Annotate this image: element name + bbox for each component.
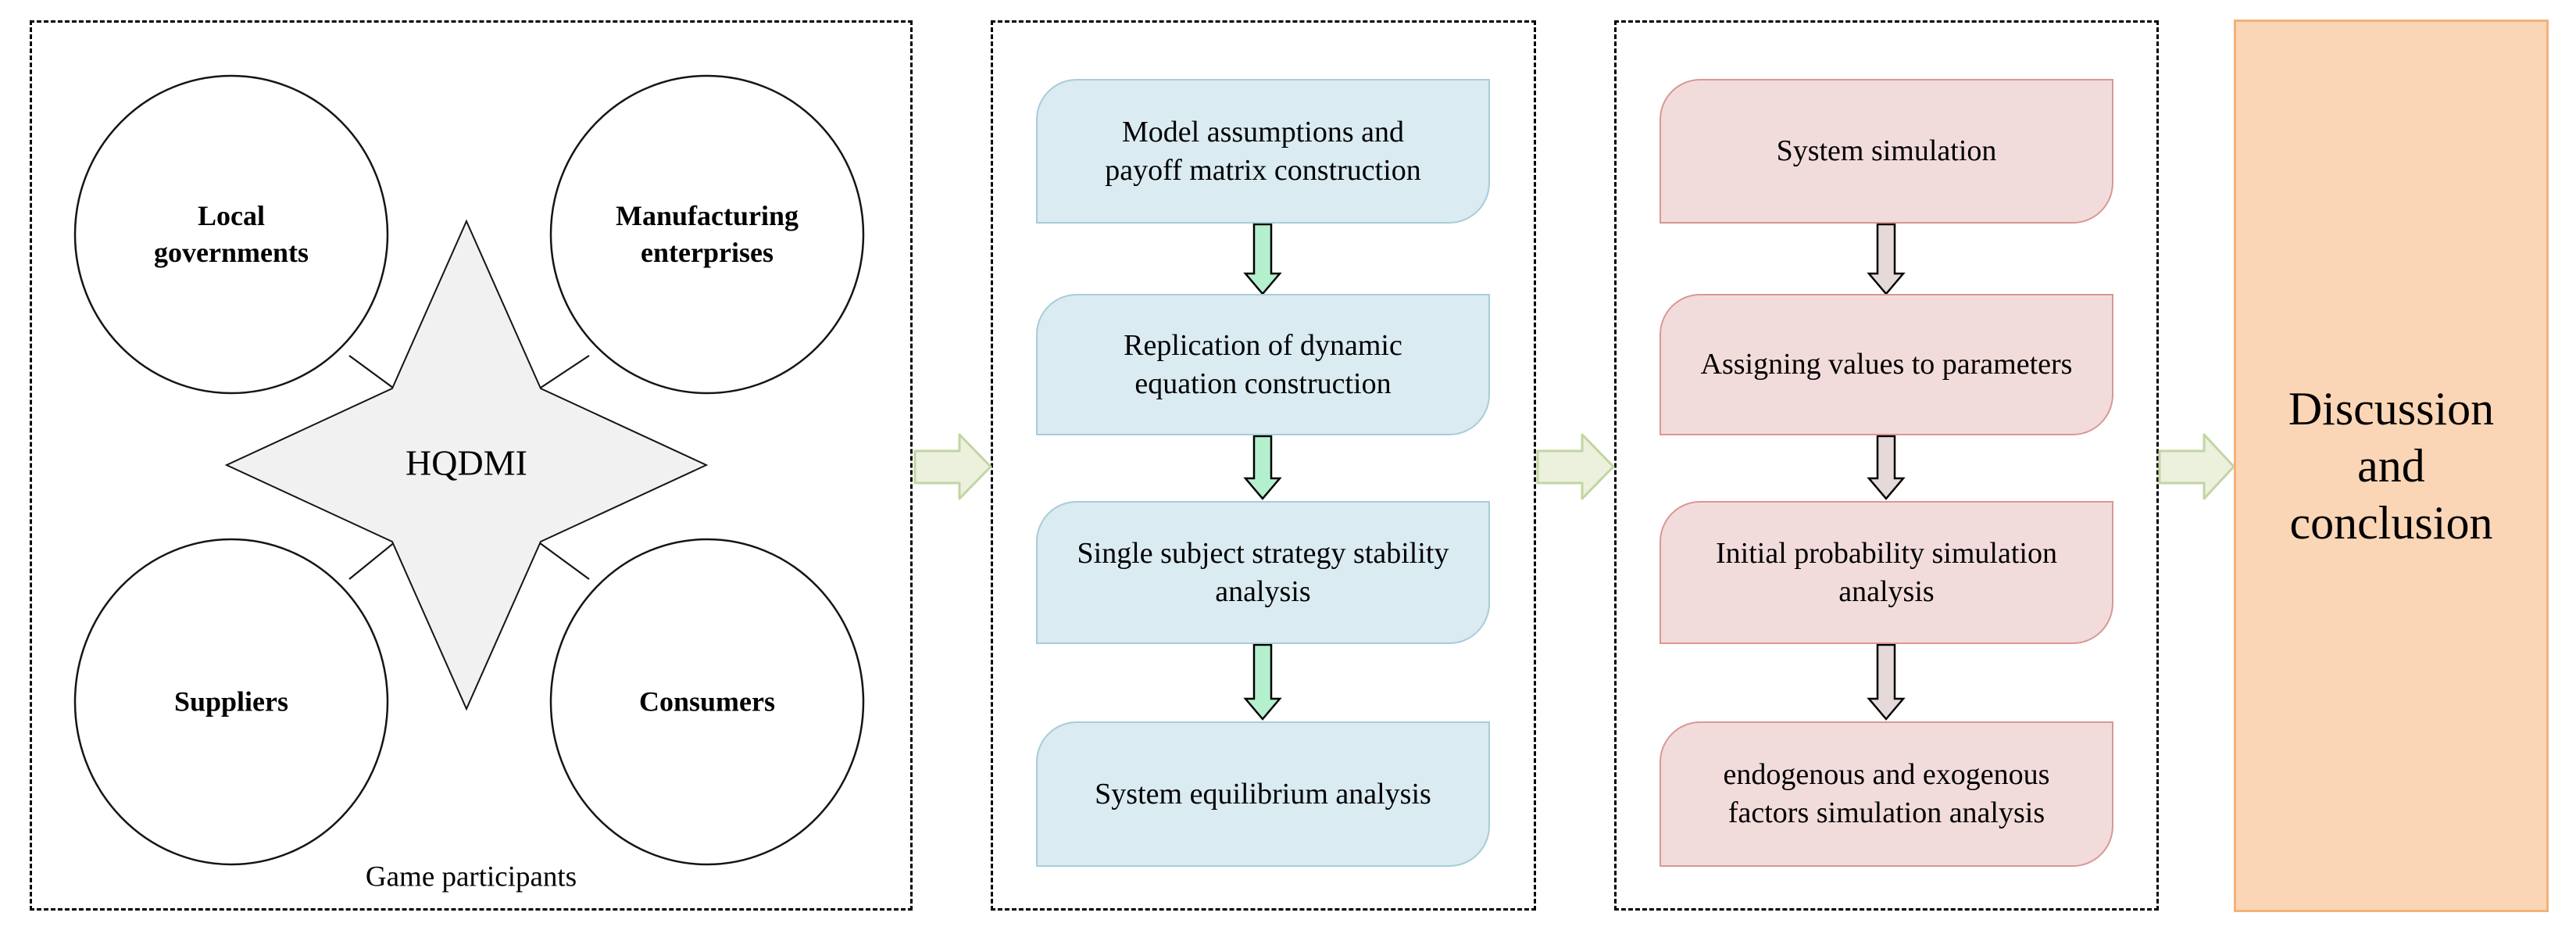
flow-right-arrow-icon-1 <box>913 433 992 500</box>
step-system-simulation: System simulation <box>1660 79 2113 224</box>
step-system-equilibrium: System equilibrium analysis <box>1036 721 1490 867</box>
step-initial-probability: Initial probability simulation analysis <box>1660 501 2113 644</box>
hqdmi-label: HQDMI <box>406 442 527 483</box>
simulation-panel <box>1614 20 2159 911</box>
step-model-assumptions: Model assumptions and payoff matrix cons… <box>1036 79 1490 224</box>
step-replication-dynamic-equation: Replication of dynamic equation construc… <box>1036 294 1490 435</box>
game-participants-panel <box>30 20 913 911</box>
manufacturing-enterprises-label: Manufacturing enterprises <box>616 200 799 268</box>
step-endogenous-exogenous: endogenous and exogenous factors simulat… <box>1660 721 2113 867</box>
step-single-subject-stability: Single subject strategy stability analys… <box>1036 501 1490 644</box>
step-assigning-values: Assigning values to parameters <box>1660 294 2113 435</box>
flow-right-arrow-icon-3 <box>2158 433 2235 500</box>
model-analysis-panel <box>991 20 1536 911</box>
game-participants-caption: Game participants <box>365 861 577 893</box>
local-governments-label: Local governments <box>154 200 309 268</box>
discussion-conclusion-label: Discussion and conclusion <box>2288 382 2495 549</box>
suppliers-label: Suppliers <box>173 685 289 717</box>
discussion-conclusion-panel: Discussion and conclusion <box>2234 20 2549 912</box>
flow-right-arrow-icon-2 <box>1536 433 1615 500</box>
consumers-label: Consumers <box>638 685 776 717</box>
